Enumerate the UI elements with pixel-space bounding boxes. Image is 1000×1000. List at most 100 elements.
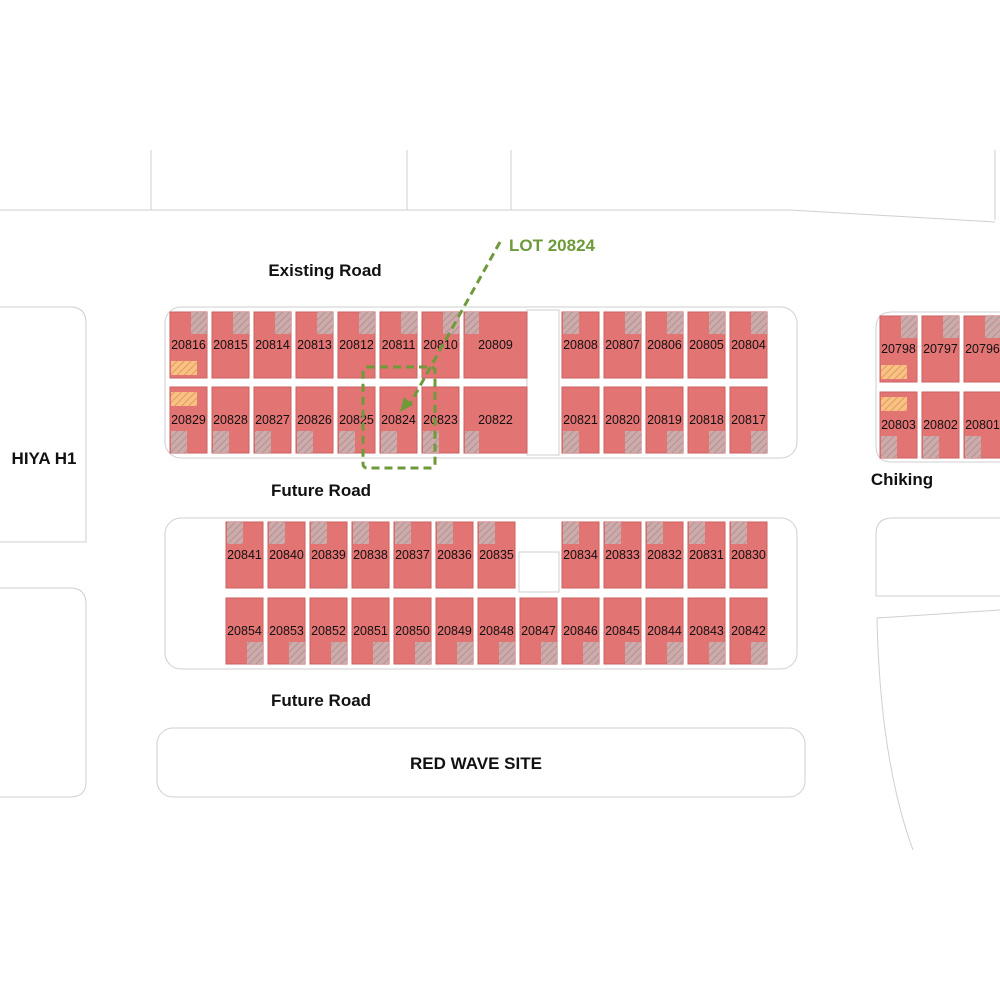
lot-parcel — [225, 597, 264, 665]
lot-20827[interactable]: 20827 — [253, 386, 292, 454]
lot-20837[interactable]: 20837 — [393, 521, 432, 589]
lot-20848[interactable]: 20848 — [477, 597, 516, 665]
lot-number: 20814 — [255, 338, 290, 352]
lot-20813[interactable]: 20813 — [295, 311, 334, 379]
lot-number: 20824 — [381, 413, 416, 427]
lot-number: 20815 — [213, 338, 248, 352]
lot-20840[interactable]: 20840 — [267, 521, 306, 589]
hatched-area-icon — [423, 431, 439, 453]
lot-20806[interactable]: 20806 — [645, 311, 684, 379]
hatched-area-icon — [247, 642, 263, 664]
hatched-area-icon — [563, 431, 579, 453]
lot-20849[interactable]: 20849 — [435, 597, 474, 665]
hatched-area-icon — [395, 522, 411, 544]
hatched-area-icon — [625, 642, 641, 664]
lot-20805[interactable]: 20805 — [687, 311, 726, 379]
hatched-area-icon — [901, 316, 917, 338]
lot-number: 20796 — [965, 342, 1000, 356]
lot-20817[interactable]: 20817 — [729, 386, 768, 454]
lot-20802[interactable]: 20802 — [921, 391, 960, 459]
lot-20809[interactable]: 20809 — [463, 311, 528, 379]
lot-20832[interactable]: 20832 — [645, 521, 684, 589]
lot-20843[interactable]: 20843 — [687, 597, 726, 665]
lot-20807[interactable]: 20807 — [603, 311, 642, 379]
hatched-area-icon — [881, 436, 897, 458]
lot-20850[interactable]: 20850 — [393, 597, 432, 665]
hatched-area-icon — [415, 642, 431, 664]
lot-20844[interactable]: 20844 — [645, 597, 684, 665]
lot-number: 20840 — [269, 548, 304, 562]
lot-20834[interactable]: 20834 — [561, 521, 600, 589]
lot-20833[interactable]: 20833 — [603, 521, 642, 589]
hatched-area-icon — [709, 431, 725, 453]
lot-20829[interactable]: 20829 — [169, 386, 208, 454]
lot-20852[interactable]: 20852 — [309, 597, 348, 665]
lot-20822[interactable]: 20822 — [463, 386, 528, 454]
hatched-area-icon — [353, 522, 369, 544]
lot-callout: LOT 20824 — [361, 236, 596, 470]
lot-20846[interactable]: 20846 — [561, 597, 600, 665]
lot-number: 20801 — [965, 418, 1000, 432]
lot-20808[interactable]: 20808 — [561, 311, 600, 379]
lot-20826[interactable]: 20826 — [295, 386, 334, 454]
lot-20801[interactable]: 20801 — [963, 391, 1000, 459]
callout-leader-line — [408, 241, 502, 405]
lot-number: 20838 — [353, 548, 388, 562]
lot-20825[interactable]: 20825 — [337, 386, 376, 454]
hatched-area-icon — [381, 431, 397, 453]
hatched-area-icon — [465, 312, 479, 334]
hatched-area-icon — [731, 522, 747, 544]
lot-number: 20818 — [689, 413, 724, 427]
lot-20796[interactable]: 20796 — [963, 315, 1000, 383]
lot-20821[interactable]: 20821 — [561, 386, 600, 454]
lot-number: 20830 — [731, 548, 766, 562]
lot-parcel — [421, 311, 460, 379]
lot-20851[interactable]: 20851 — [351, 597, 390, 665]
hatched-area-icon — [191, 312, 207, 334]
lot-20854[interactable]: 20854 — [225, 597, 264, 665]
lot-20836[interactable]: 20836 — [435, 521, 474, 589]
lot-20815[interactable]: 20815 — [211, 311, 250, 379]
lot-number: 20809 — [478, 338, 513, 352]
lot-number: 20850 — [395, 624, 430, 638]
lot-20804[interactable]: 20804 — [729, 311, 768, 379]
lot-number: 20798 — [881, 342, 916, 356]
lot-20835[interactable]: 20835 — [477, 521, 516, 589]
hatched-area-icon — [269, 522, 285, 544]
lot-number: 20848 — [479, 624, 514, 638]
lot-20797[interactable]: 20797 — [921, 315, 960, 383]
hatched-area-icon — [647, 522, 663, 544]
hatched-area-icon — [233, 312, 249, 334]
hatched-area-icon — [965, 436, 981, 458]
lot-20831[interactable]: 20831 — [687, 521, 726, 589]
lot-20824[interactable]: 20824 — [379, 386, 418, 454]
lot-20810[interactable]: 20810 — [421, 311, 460, 379]
lot-20818[interactable]: 20818 — [687, 386, 726, 454]
lot-20853[interactable]: 20853 — [267, 597, 306, 665]
lot-20814[interactable]: 20814 — [253, 311, 292, 379]
lot-20803[interactable]: 20803 — [879, 391, 918, 459]
lot-20828[interactable]: 20828 — [211, 386, 250, 454]
hatched-area-icon — [709, 312, 725, 334]
hatched-area-icon — [401, 312, 417, 334]
lot-number: 20804 — [731, 338, 766, 352]
hatched-area-icon — [275, 312, 291, 334]
lot-20820[interactable]: 20820 — [603, 386, 642, 454]
lot-20847[interactable]: 20847 — [519, 597, 558, 665]
lot-20841[interactable]: 20841 — [225, 521, 264, 589]
lot-20819[interactable]: 20819 — [645, 386, 684, 454]
lot-20842[interactable]: 20842 — [729, 597, 768, 665]
lot-20823[interactable]: 20823 — [421, 386, 460, 454]
hatched-area-icon — [667, 642, 683, 664]
lot-parcel — [729, 311, 768, 379]
lot-20838[interactable]: 20838 — [351, 521, 390, 589]
lot-20845[interactable]: 20845 — [603, 597, 642, 665]
lot-number: 20849 — [437, 624, 472, 638]
lot-parcel — [603, 597, 642, 665]
lot-20798[interactable]: 20798 — [879, 315, 918, 383]
hatched-area-icon — [213, 431, 229, 453]
hatched-area-icon — [289, 642, 305, 664]
lot-20839[interactable]: 20839 — [309, 521, 348, 589]
lot-20830[interactable]: 20830 — [729, 521, 768, 589]
lot-20816[interactable]: 20816 — [169, 311, 208, 379]
